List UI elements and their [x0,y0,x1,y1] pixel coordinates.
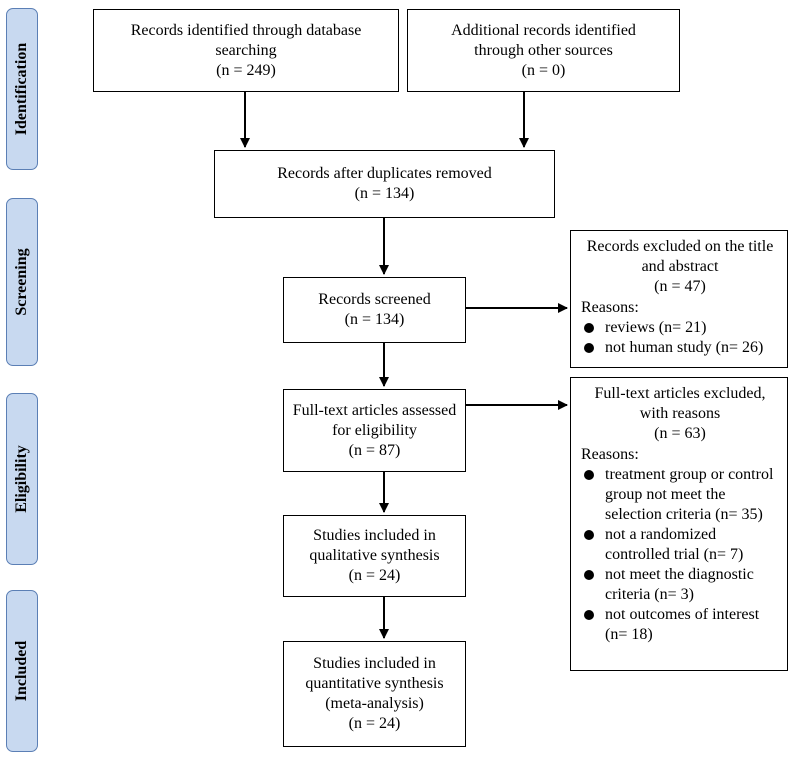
box-text: for eligibility [332,421,417,439]
reason-text: treatment group or control [605,466,774,483]
box-text: Records identified through database [130,21,362,39]
reason-item: reviews (n= 21) [581,318,779,338]
box-text: quantitative synthesis [305,675,444,692]
box-text: Records screened [318,291,431,308]
box-text: searching [215,41,277,59]
reason-item: treatment group or control group not mee… [581,465,779,525]
excluded-count: (n = 63) [654,425,706,442]
stage-included: Included [6,590,38,752]
excluded-header: Full-text articles excluded, [594,385,766,402]
box-records-screened: Records screened (n = 134) [283,277,466,343]
reasons-list: reviews (n= 21) not human study (n= 26) [581,318,779,358]
box-text: (meta-analysis) [325,695,424,712]
stage-screening: Screening [6,198,38,366]
box-excluded-fulltext: Full-text articles excluded, with reason… [570,377,788,671]
reason-item: not outcomes of interest (n= 18) [581,605,779,645]
box-count: (n = 24) [348,567,401,584]
reasons-label: Reasons: [581,299,639,316]
stage-identification: Identification [6,8,38,170]
reason-text: (n= 18) [605,626,653,643]
box-text: qualitative synthesis [309,547,440,564]
reason-text: not meet the diagnostic [605,566,754,583]
stage-eligibility: Eligibility [6,393,38,565]
excluded-header: Records excluded on the title [586,238,774,255]
box-excluded-screening: Records excluded on the title and abstra… [570,230,788,368]
reason-text: group not meet the [605,486,726,503]
excluded-count: (n = 47) [654,278,706,295]
reason-item: not human study (n= 26) [581,338,779,358]
box-count: (n = 0) [521,61,566,79]
box-text: Studies included in [313,655,436,672]
box-database-search: Records identified through database sear… [93,9,399,92]
reason-item: not meet the diagnostic criteria (n= 3) [581,565,779,605]
reason-text: criteria (n= 3) [605,586,694,603]
box-other-sources: Additional records identified through ot… [407,9,680,92]
reason-text: selection criteria (n= 35) [605,506,763,523]
excluded-header: and abstract [641,258,719,275]
box-count: (n = 249) [216,61,276,79]
excluded-header: with reasons [639,405,721,422]
reasons-label: Reasons: [581,446,639,463]
box-quantitative-synthesis: Studies included in quantitative synthes… [283,641,466,747]
reason-item: not a randomized controlled trial (n= 7) [581,525,779,565]
box-text: Studies included in [313,527,436,544]
box-qualitative-synthesis: Studies included in qualitative synthesi… [283,515,466,597]
box-text: Records after duplicates removed [277,165,492,182]
reason-text: not a randomized [605,526,717,543]
reasons-list: treatment group or control group not mee… [581,465,779,645]
box-count: (n = 134) [344,311,405,328]
box-fulltext-assessed: Full-text articles assessed for eligibil… [283,389,466,472]
box-text: through other sources [474,41,613,59]
reason-text: not outcomes of interest [605,606,760,623]
reason-text: not human study (n= 26) [605,339,764,356]
box-duplicates-removed: Records after duplicates removed (n = 13… [214,150,555,218]
box-count: (n = 134) [354,185,415,202]
box-count: (n = 24) [348,715,401,732]
box-count: (n = 87) [348,441,401,459]
reason-text: reviews (n= 21) [605,319,707,336]
box-text: Additional records identified [451,21,636,39]
reason-text: controlled trial (n= 7) [605,546,744,563]
box-text: Full-text articles assessed [292,401,457,419]
